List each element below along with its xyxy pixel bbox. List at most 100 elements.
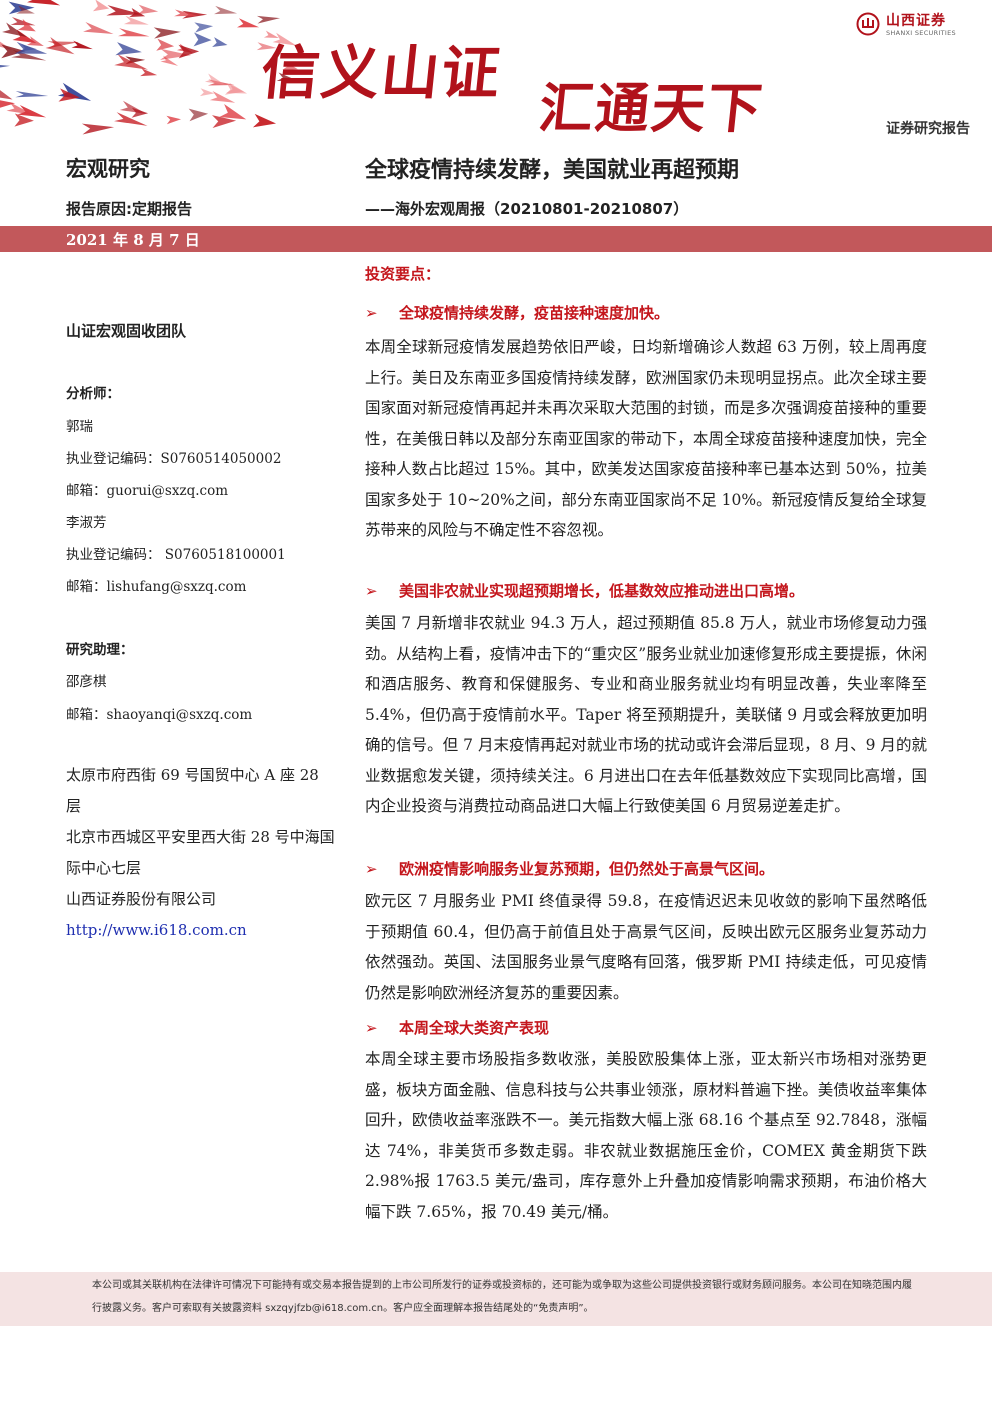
- team-name: 山证宏观固收团队: [66, 322, 187, 340]
- company-full-name: 山西证券股份有限公司: [66, 890, 217, 908]
- key-points-title: 投资要点：: [365, 265, 441, 283]
- arrow-decoration-icon: [194, 22, 214, 33]
- arrow-decoration-icon: [236, 18, 260, 28]
- analyst-label: 分析师：: [66, 386, 120, 402]
- arrow-decoration-icon: [123, 15, 149, 25]
- analyst-email[interactable]: 邮箱：guorui@sxzq.com: [66, 483, 229, 499]
- arrow-decoration-icon: [193, 32, 212, 47]
- arrow-decoration-icon: [27, 0, 61, 6]
- address-line-beijing: 北京市西城区平安里西大街 28 号中海国际中心七层: [66, 828, 335, 877]
- arrow-decoration-icon: [114, 54, 149, 70]
- arrow-decoration-icon: [214, 5, 238, 15]
- arrow-decoration-icon: [26, 36, 44, 47]
- arrow-decoration-icon: [16, 5, 35, 14]
- arrow-decoration-icon: [58, 88, 80, 102]
- analyst-name: 郭瑞: [66, 419, 93, 435]
- arrow-decoration-icon: [209, 91, 236, 103]
- arrow-decoration-icon: [17, 19, 36, 32]
- arrow-decoration-icon: [174, 9, 198, 17]
- arrow-decoration-icon: [140, 68, 158, 77]
- arrow-decoration-icon: [224, 83, 245, 95]
- arrow-decoration-icon: [166, 115, 182, 125]
- arrow-decoration-icon: [252, 113, 277, 128]
- arrow-bullet-icon: ➢: [365, 582, 378, 600]
- website-link[interactable]: http://www.i618.com.cn: [66, 921, 247, 939]
- assistant-name: 邵彦棋: [66, 674, 107, 690]
- arrow-decoration-icon: [188, 108, 209, 122]
- arrow-decoration-icon: [71, 40, 93, 50]
- address-block: 太原市府西街 69 号国贸中心 A 座 28 层 北京市西城区平安里西大街 28…: [66, 760, 336, 946]
- arrow-decoration-icon: [115, 42, 142, 56]
- report-date: 2021 年 8 月 7 日: [66, 231, 200, 249]
- arrow-decoration-icon: [15, 91, 49, 98]
- arrow-decoration-icon: [219, 103, 247, 120]
- arrow-decoration-icon: [204, 73, 226, 85]
- company-logo: 山西证券 SHANXI SECURITIES: [856, 10, 974, 40]
- assistant-label: 研究助理：: [66, 642, 134, 658]
- arrow-decoration-icon: [83, 21, 114, 34]
- arrow-decoration-icon: [199, 88, 215, 97]
- arrow-bullet-icon: ➢: [365, 304, 378, 322]
- analyst-name: 李淑芳: [66, 515, 107, 531]
- section-heading: ➢全球疫情持续发酵，疫苗接种速度加快。: [365, 304, 670, 322]
- section-paragraph: 本周全球新冠疫情发展趋势依旧严峻，日均新增确诊人数超 63 万例，较上周再度上行…: [365, 338, 927, 539]
- arrow-decoration-icon: [17, 105, 47, 118]
- arrow-decoration-icon: [118, 28, 150, 37]
- section-heading: ➢美国非农就业实现超预期增长，低基数效应推动进出口高增。: [365, 582, 805, 600]
- slogan-part-1: 信义山证: [257, 39, 506, 107]
- arrow-decoration-icon: [106, 5, 143, 16]
- logo-english-name: SHANXI SECURITIES: [886, 29, 956, 37]
- section-heading: ➢欧洲疫情影响服务业复苏预期，但仍然处于高景气区间。: [365, 860, 775, 878]
- arrow-decoration-icon: [156, 38, 175, 51]
- logo-name: 山西证券: [886, 13, 946, 29]
- arrow-decoration-icon: [256, 42, 277, 51]
- section-heading: ➢本周全球大类资产表现: [365, 1019, 550, 1037]
- arrow-decoration-icon: [0, 98, 16, 111]
- arrow-decoration-icon: [160, 48, 191, 60]
- arrow-decoration-icon: [256, 15, 281, 24]
- slogan-part-2: 汇通天下: [536, 76, 767, 140]
- report-title: 全球疫情持续发酵，美国就业再超预期: [365, 158, 740, 183]
- arrow-decoration-icon: [114, 112, 148, 126]
- arrow-decoration-icon: [2, 22, 28, 38]
- arrow-decoration-icon: [153, 27, 181, 39]
- arrow-decoration-icon: [137, 4, 159, 15]
- address-line-taiyuan: 太原市府西街 69 号国贸中心 A 座 28 层: [66, 766, 319, 815]
- arrow-decoration-icon: [0, 63, 11, 70]
- arrow-decoration-icon: [45, 37, 75, 55]
- section-title: 宏观研究: [66, 157, 150, 181]
- banner: 信义山证 汇通天下 山西证券 SHANXI SECURITIES 证券研究报告: [0, 0, 992, 145]
- arrow-decoration-icon: [178, 44, 200, 59]
- arrow-decoration-icon: [0, 84, 13, 100]
- report-subtitle: ——海外宏观周报（20210801-20210807）: [365, 200, 689, 218]
- section-paragraph: 欧元区 7 月服务业 PMI 终值录得 59.8，在疫情迟迟未见收敛的影响下虽然…: [365, 892, 927, 1002]
- arrow-decoration-icon: [10, 17, 36, 26]
- disclaimer-band: [0, 1272, 992, 1326]
- disclaimer-text: 本公司或其关联机构在法律许可情况下可能持有或交易本报告提到的上市公司所发行的证券…: [92, 1280, 912, 1314]
- arrow-decoration-icon: [263, 30, 279, 39]
- arrow-bullet-icon: ➢: [365, 860, 378, 878]
- analyst-email[interactable]: 邮箱：lishufang@sxzq.com: [66, 579, 247, 595]
- arrow-decoration-icon: [20, 44, 37, 52]
- report-reason: 报告原因:定期报告: [66, 200, 192, 218]
- arrow-decoration-icon: [276, 72, 299, 82]
- assistant-email[interactable]: 邮箱：shaoyanqi@sxzq.com: [66, 707, 253, 723]
- arrow-decoration-icon: [212, 115, 237, 129]
- report-type-label: 证券研究报告: [886, 121, 970, 137]
- analyst-registration: 执业登记编码：S0760514050002: [66, 451, 282, 467]
- arrow-decoration-icon: [182, 10, 208, 19]
- logo-mark-icon: [856, 12, 880, 36]
- arrow-decoration-icon: [282, 61, 298, 70]
- section-paragraph: 美国 7 月新增非农就业 94.3 万人，超过预期值 85.8 万人，就业市场修…: [365, 614, 927, 815]
- arrow-decoration-icon: [47, 41, 80, 49]
- arrow-decoration-icon: [131, 107, 149, 118]
- arrow-decoration-icon: [129, 8, 146, 18]
- arrow-bullet-icon: ➢: [365, 1019, 378, 1037]
- arrow-decoration-icon: [14, 113, 34, 127]
- analyst-registration: 执业登记编码： S0760518100001: [66, 547, 286, 563]
- flying-arrows-decoration: [0, 0, 299, 135]
- arrow-decoration-icon: [92, 0, 110, 12]
- arrow-decoration-icon: [272, 32, 297, 46]
- section-paragraph: 本周全球主要市场股指多数收涨，美股欧股集体上涨，亚太新兴市场相对涨势更盛，板块方…: [365, 1050, 927, 1221]
- arrow-decoration-icon: [212, 37, 228, 47]
